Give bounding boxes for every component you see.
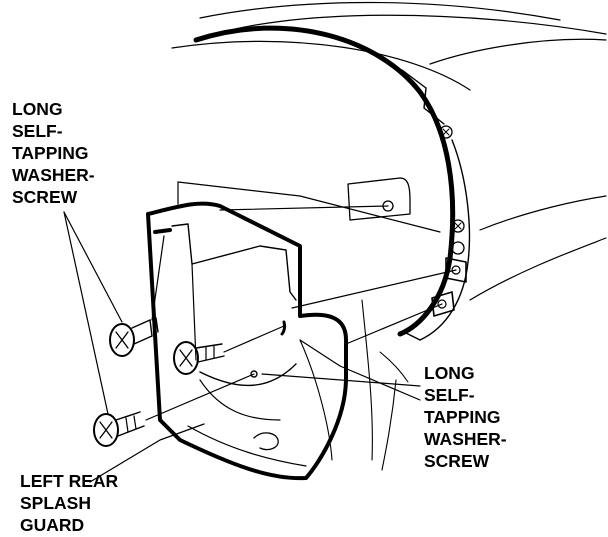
screw-middle: [173, 341, 225, 375]
label-line: SCREW: [424, 451, 490, 471]
label-long-self-tapping-washer-screw-right: LONG SELF- TAPPING WASHER- SCREW: [424, 362, 507, 472]
screw-lower: [93, 411, 145, 447]
label-line: LEFT REAR: [20, 471, 119, 491]
car-body: [171, 1, 607, 301]
label-line: GUARD: [20, 515, 85, 535]
splash-guard: [146, 201, 348, 481]
label-line: LONG: [424, 363, 475, 383]
mounting-clips: [431, 257, 467, 317]
screw-upper: [109, 317, 159, 357]
label-line: SCREW: [12, 187, 78, 207]
label-line: SPLASH: [20, 493, 91, 513]
label-line: SELF-: [12, 121, 63, 141]
alignment-lines: [145, 205, 457, 421]
label-left-rear-splash-guard: LEFT REAR SPLASH GUARD: [20, 470, 118, 536]
label-line: TAPPING: [12, 143, 89, 163]
label-long-self-tapping-washer-screw-upper: LONG SELF- TAPPING WASHER- SCREW: [12, 98, 95, 208]
wheel-arch: [193, 25, 471, 341]
label-line: WASHER-: [12, 165, 95, 185]
arch-fasteners: [439, 125, 465, 255]
label-line: TAPPING: [424, 407, 501, 427]
label-line: SELF-: [424, 385, 475, 405]
label-line: WASHER-: [424, 429, 507, 449]
label-line: LONG: [12, 99, 63, 119]
label-leaders: [63, 211, 421, 483]
wheel-well-lines: [299, 299, 397, 471]
